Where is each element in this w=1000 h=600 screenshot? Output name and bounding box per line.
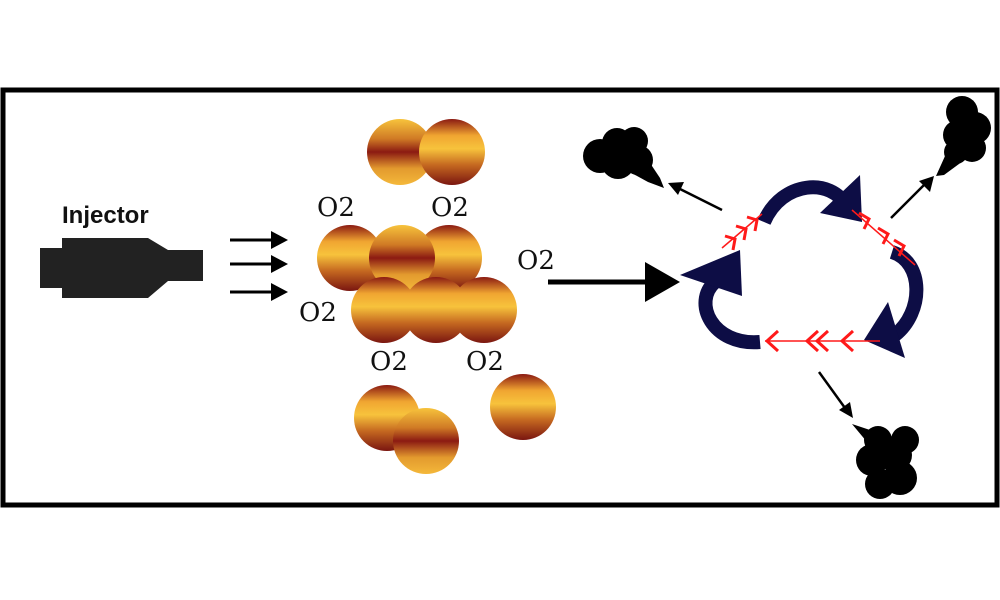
cycle-arc-right [889,245,924,341]
chevron-arrows [721,209,916,353]
chevron-arrow-icon [839,329,855,353]
emission-arrow [890,176,934,219]
main-arrow [548,262,680,302]
soot-cloud-icon [936,96,991,176]
spray-arrow [230,255,288,273]
chevron-arrow-icon [893,238,906,257]
o2-label: O2 [466,347,504,377]
fuel-droplet-icon [367,119,433,185]
cycle-arrowhead [864,302,905,358]
chevron-arrow-icon [877,226,890,245]
fuel-droplet-icon [317,225,383,291]
fuel-droplet-icon [490,374,556,440]
emission-arrow [668,182,723,212]
chevron-arrow-icon [746,215,759,232]
fuel-droplet-icon [416,225,482,291]
chevron-arrow-icon [764,329,780,353]
chevron-arrow-icon [814,329,830,353]
fuel-droplet-icon [419,119,485,185]
o2-label: O2 [299,298,337,328]
cycle-arrowhead [820,175,862,222]
chevron-arrow-icon [858,211,871,230]
cycle-arrowheads [680,175,905,358]
fuel-droplet-icon [451,277,517,343]
emission-arrows [668,176,934,418]
fuel-droplet-icon [393,408,459,474]
fuel-droplet-icon [403,277,469,343]
o2-label: O2 [431,193,469,223]
o2-label: O2 [370,347,408,377]
o2-label: O2 [317,193,355,223]
spray-arrows [230,231,288,301]
injector-icon [40,238,203,298]
fuel-droplet-icon [351,277,417,343]
soot-cloud-icon [583,127,664,188]
chevron-arrow-icon [735,224,748,241]
fuel-droplet-icon [369,225,435,291]
injector-label: Injector [62,202,149,229]
spray-arrow [230,231,288,249]
cycle-arc-left [698,276,761,350]
chevron-arrow-icon [724,234,737,251]
cycle-arrowhead [680,250,742,296]
chevron-arrow-icon [804,329,820,353]
soot-cloud-icon [852,424,919,499]
spray-arrow [230,283,288,301]
o2-label: O2 [517,246,555,276]
emission-arrow [817,371,853,418]
fuel-droplets [317,119,556,474]
